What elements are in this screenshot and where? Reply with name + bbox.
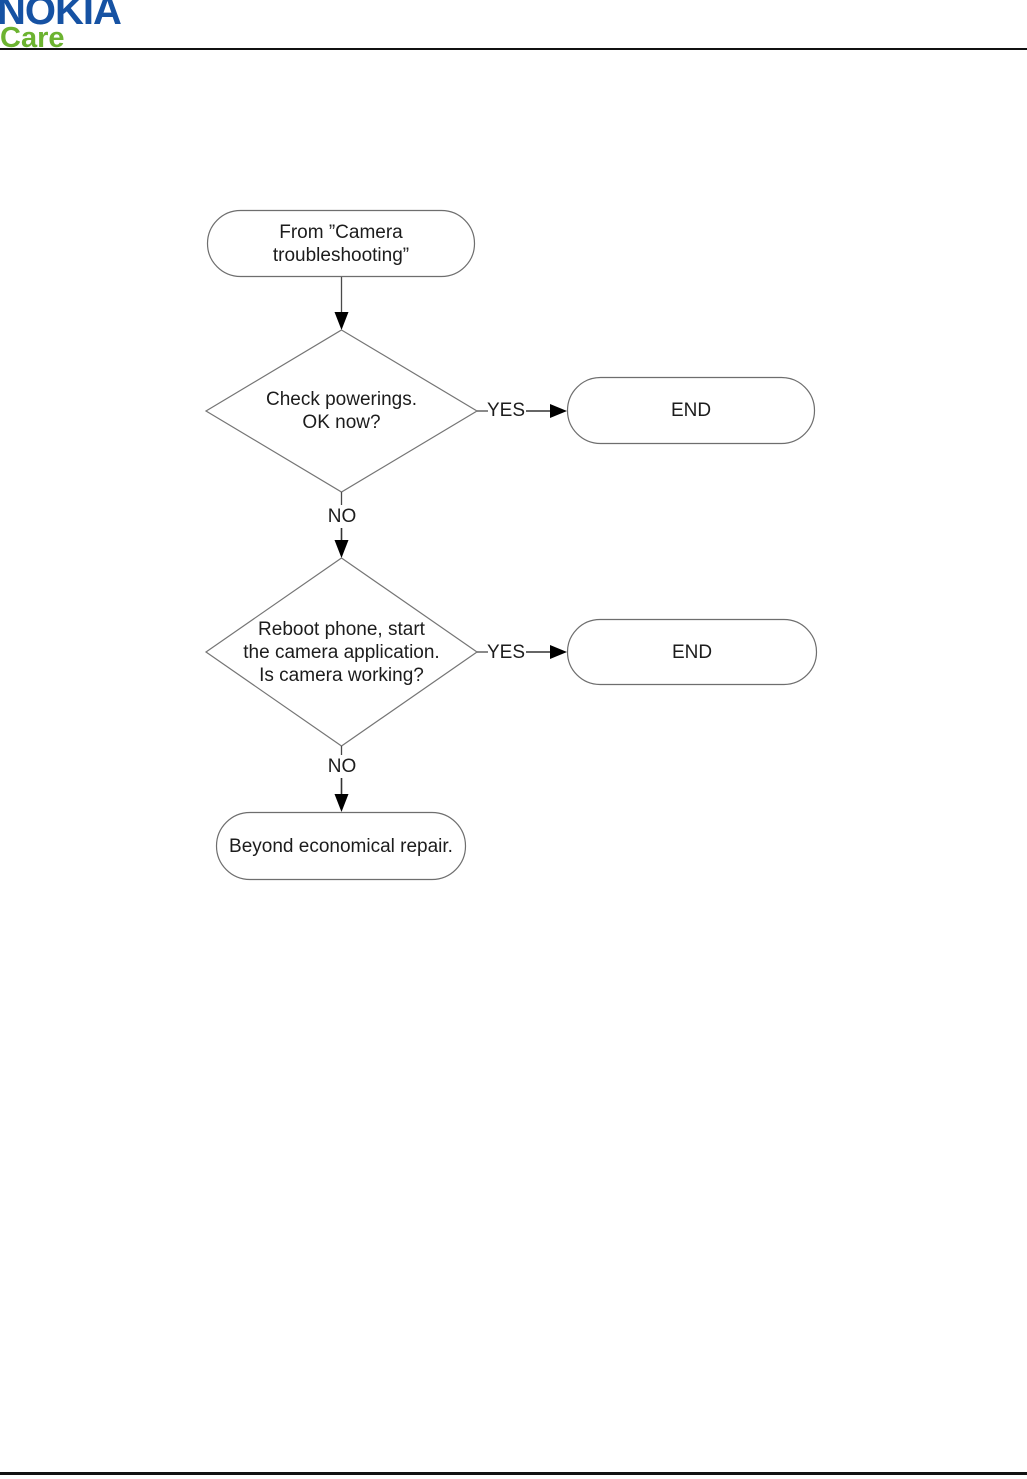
- start-terminator-shape: [206, 209, 476, 278]
- care-wordmark: Care: [0, 22, 65, 54]
- start-node-label: From ”Camera troubleshooting”: [207, 210, 475, 277]
- end1-terminator-shape: [566, 376, 816, 445]
- start-node-line1: From ”Camera: [279, 221, 403, 243]
- arrowhead-down-icon: [334, 540, 349, 558]
- decision-powerings-line2: OK now?: [302, 412, 381, 433]
- end1-node-label: END: [567, 377, 815, 444]
- start-node-line2: troubleshooting”: [272, 244, 410, 266]
- end1-text: END: [670, 400, 712, 421]
- arrowhead-right-icon: [550, 645, 567, 659]
- decision-reboot-line2: the camera application.: [243, 641, 440, 663]
- footer-divider: [0, 1472, 1027, 1475]
- end2-terminator-shape: [566, 618, 818, 686]
- decision-reboot-line3: Is camera working?: [259, 664, 424, 686]
- beyond-repair-node-label: Beyond economical repair.: [216, 812, 466, 880]
- decision-reboot-line1: Reboot phone, start: [258, 618, 425, 640]
- beyond-repair-text: Beyond economical repair.: [229, 835, 453, 857]
- end2-node-label: END: [567, 619, 817, 685]
- edge-label-no2: NO: [327, 756, 357, 777]
- beyond-repair-terminator-shape: [215, 811, 467, 881]
- decision-powerings-line1: Check powerings.: [265, 389, 418, 410]
- decision-powerings-label: Check powerings. OK now?: [206, 330, 477, 492]
- arrowhead-down-icon: [334, 312, 349, 330]
- header-divider: [0, 48, 1027, 50]
- edge-label-yes2: YES: [486, 642, 526, 663]
- nokia-wordmark: NOKIA: [0, 0, 122, 33]
- edge-label-no1: NO: [327, 506, 357, 527]
- arrowhead-right-icon: [550, 404, 567, 418]
- edge-label-yes1: YES: [486, 400, 526, 421]
- arrowhead-down-icon: [334, 794, 349, 812]
- decision-reboot-label: Reboot phone, start the camera applicati…: [206, 558, 477, 746]
- end2-text: END: [671, 641, 713, 663]
